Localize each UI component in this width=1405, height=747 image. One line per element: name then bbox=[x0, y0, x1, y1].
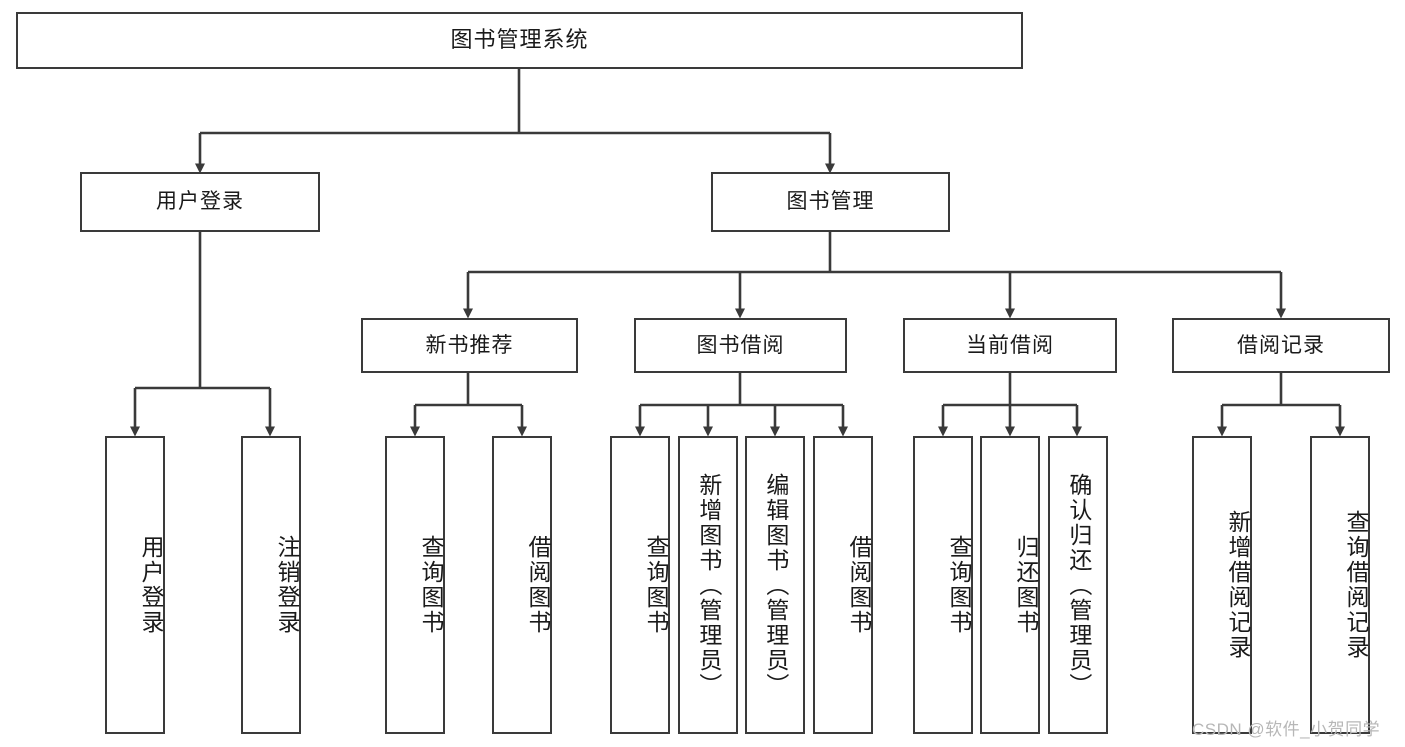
node-label: 图书管理 bbox=[786, 190, 875, 214]
node-label: 用户登录 bbox=[156, 190, 244, 214]
node-leaf-return-book[interactable]: 归还图书 bbox=[980, 436, 1040, 734]
node-leaf-borrow-book[interactable]: 借阅图书 bbox=[813, 436, 873, 734]
node-leaf-query-book-rec[interactable]: 查询图书 bbox=[385, 436, 445, 734]
node-label: 新增图书（管理员） bbox=[695, 472, 722, 698]
node-label: 归还图书 bbox=[1013, 535, 1039, 635]
node-label: 编辑图书（管理员） bbox=[762, 472, 789, 698]
node-book-borrow[interactable]: 图书借阅 bbox=[634, 318, 847, 373]
node-label: 查询图书 bbox=[946, 535, 972, 635]
node-borrow-record[interactable]: 借阅记录 bbox=[1172, 318, 1390, 373]
node-label: 当前借阅 bbox=[966, 333, 1054, 357]
node-book-manage[interactable]: 图书管理 bbox=[711, 172, 950, 232]
csdn-watermark: CSDN @软件_小贺同学 bbox=[1192, 720, 1381, 739]
node-leaf-add-book[interactable]: 新增图书（管理员） bbox=[678, 436, 738, 734]
node-current-borrow[interactable]: 当前借阅 bbox=[903, 318, 1117, 373]
node-leaf-query-book-borrow[interactable]: 查询图书 bbox=[610, 436, 670, 734]
node-label: 借阅图书 bbox=[846, 535, 872, 635]
node-leaf-query-book-current[interactable]: 查询图书 bbox=[913, 436, 973, 734]
node-label: 查询借阅记录 bbox=[1343, 510, 1369, 660]
node-label: 新增借阅记录 bbox=[1225, 510, 1251, 660]
node-label: 用户登录 bbox=[138, 535, 164, 635]
node-leaf-confirm-return[interactable]: 确认归还（管理员） bbox=[1048, 436, 1108, 734]
node-label: 图书管理系统 bbox=[450, 27, 589, 53]
node-leaf-user-login[interactable]: 用户登录 bbox=[105, 436, 165, 734]
node-new-book-recommend[interactable]: 新书推荐 bbox=[361, 318, 578, 373]
node-label: 图书借阅 bbox=[696, 333, 785, 357]
node-leaf-borrow-book-rec[interactable]: 借阅图书 bbox=[492, 436, 552, 734]
node-leaf-add-borrow-record[interactable]: 新增借阅记录 bbox=[1192, 436, 1252, 734]
node-label: 注销登录 bbox=[274, 535, 300, 635]
node-user-login[interactable]: 用户登录 bbox=[80, 172, 320, 232]
node-leaf-edit-book[interactable]: 编辑图书（管理员） bbox=[745, 436, 805, 734]
node-book-management-system[interactable]: 图书管理系统 bbox=[16, 12, 1023, 69]
node-leaf-logout-login[interactable]: 注销登录 bbox=[241, 436, 301, 734]
node-label: 借阅图书 bbox=[525, 535, 551, 635]
node-label: 查询图书 bbox=[418, 535, 444, 635]
node-label: 确认归还（管理员） bbox=[1065, 472, 1092, 698]
node-label: 查询图书 bbox=[643, 535, 669, 635]
node-label: 新书推荐 bbox=[425, 333, 514, 357]
node-label: 借阅记录 bbox=[1237, 333, 1325, 357]
node-leaf-query-borrow-record[interactable]: 查询借阅记录 bbox=[1310, 436, 1370, 734]
